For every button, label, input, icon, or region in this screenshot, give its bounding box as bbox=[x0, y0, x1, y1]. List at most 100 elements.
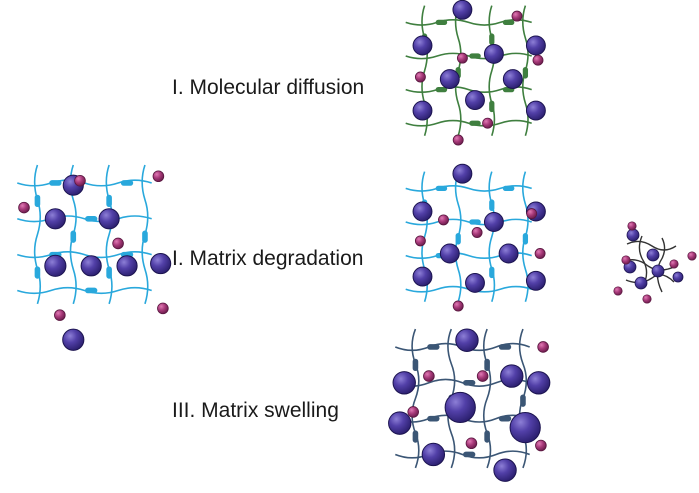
drug-molecule-small bbox=[438, 214, 449, 226]
drug-molecule-large bbox=[452, 163, 473, 184]
polymer-strand bbox=[488, 171, 496, 303]
network-initial bbox=[17, 164, 172, 351]
drug-molecule-large bbox=[465, 272, 485, 293]
crosslink bbox=[412, 358, 419, 372]
drug-molecule-small bbox=[534, 248, 546, 259]
drug-molecule-small bbox=[452, 300, 464, 312]
crosslink bbox=[455, 233, 461, 245]
drug-molecule-large bbox=[626, 228, 640, 242]
polymer-strand bbox=[411, 328, 420, 469]
drug-molecule-large bbox=[509, 411, 541, 444]
drug-molecule-large bbox=[62, 328, 85, 351]
drug-molecule-large bbox=[483, 43, 504, 64]
crosslink bbox=[85, 287, 98, 294]
drug-molecule-large bbox=[525, 35, 546, 56]
network-diffusion bbox=[405, 0, 546, 146]
drug-molecule-large bbox=[525, 100, 546, 121]
drug-molecule-small bbox=[54, 309, 66, 321]
polymer-strand bbox=[482, 328, 492, 469]
drug-molecule-small bbox=[511, 10, 523, 22]
polymer-fragment bbox=[626, 240, 677, 251]
drug-molecule-large bbox=[439, 243, 460, 264]
crosslink bbox=[427, 415, 440, 422]
drug-molecule-large bbox=[465, 90, 485, 111]
crosslink bbox=[489, 100, 495, 113]
drug-molecule-large bbox=[483, 212, 504, 232]
drug-molecule-large bbox=[421, 442, 446, 467]
drug-molecule-small bbox=[532, 54, 544, 66]
drug-molecule-small bbox=[456, 52, 468, 64]
drug-molecule-large bbox=[44, 254, 67, 277]
drug-molecule-large bbox=[392, 371, 416, 395]
drug-molecule-small bbox=[687, 251, 697, 261]
crosslink bbox=[435, 86, 448, 93]
polymer-strand bbox=[17, 286, 152, 295]
drug-molecule-large bbox=[493, 458, 517, 482]
polymer-fragment bbox=[656, 237, 666, 293]
drug-molecule-large bbox=[44, 208, 66, 230]
drug-molecule-small bbox=[152, 170, 165, 183]
drug-molecule-small bbox=[613, 286, 623, 296]
label-molecular-diffusion: I. Molecular diffusion bbox=[172, 76, 365, 99]
network-swelling bbox=[388, 328, 551, 482]
drug-molecule-small bbox=[537, 341, 549, 353]
drug-molecule-large bbox=[412, 201, 433, 222]
polymer-fragment bbox=[625, 274, 675, 284]
drug-molecule-small bbox=[476, 370, 489, 382]
drug-molecule-large bbox=[388, 411, 412, 435]
crosslink bbox=[70, 230, 77, 243]
crosslink bbox=[435, 185, 448, 192]
drug-molecule-large bbox=[672, 271, 684, 283]
crosslink bbox=[522, 233, 529, 245]
drug-molecule-large bbox=[116, 255, 138, 277]
drug-molecule-small bbox=[465, 437, 478, 450]
drug-molecule-small bbox=[526, 208, 538, 220]
drug-molecule-small bbox=[414, 71, 426, 83]
crosslink bbox=[85, 216, 98, 222]
drug-molecule-large bbox=[502, 69, 523, 90]
drug-molecule-large bbox=[525, 270, 546, 291]
polymer-strand bbox=[394, 450, 530, 459]
network-degradation bbox=[405, 163, 546, 312]
polymer-strand bbox=[405, 119, 532, 127]
network-fragment bbox=[613, 221, 697, 304]
crosslink bbox=[469, 53, 481, 59]
crosslink bbox=[34, 194, 41, 208]
drug-molecule-large bbox=[498, 243, 519, 264]
crosslink bbox=[520, 394, 526, 407]
drug-molecule-small bbox=[535, 439, 547, 452]
drug-molecule-small bbox=[627, 221, 637, 231]
crosslink bbox=[489, 33, 495, 45]
drug-molecule-small bbox=[157, 302, 169, 315]
polymer-strand bbox=[488, 5, 496, 137]
crosslink bbox=[489, 266, 495, 279]
drug-molecule-small bbox=[452, 134, 464, 146]
drug-molecule-small bbox=[18, 201, 30, 214]
polymer-strand bbox=[405, 52, 532, 60]
crosslink bbox=[502, 19, 515, 26]
label-matrix-swelling: III. Matrix swelling bbox=[172, 399, 339, 422]
crosslink bbox=[435, 19, 448, 26]
polymer-strand bbox=[17, 215, 152, 223]
polymer-strand bbox=[105, 164, 113, 305]
crosslink bbox=[34, 266, 41, 279]
drug-molecule-small bbox=[482, 117, 494, 129]
drug-molecule-small bbox=[642, 294, 652, 304]
crosslink bbox=[427, 344, 440, 350]
drug-molecule-small bbox=[414, 235, 426, 247]
drug-molecule-large bbox=[98, 208, 120, 230]
drug-molecule-small bbox=[74, 174, 86, 187]
drug-molecule-large bbox=[455, 328, 479, 352]
drug-molecule-large bbox=[500, 364, 524, 388]
drug-molecule-small bbox=[621, 255, 631, 265]
crosslink bbox=[49, 180, 62, 186]
polymer-strand bbox=[33, 164, 42, 305]
crosslink bbox=[120, 180, 134, 186]
crosslink bbox=[469, 120, 481, 126]
crosslink bbox=[469, 219, 481, 225]
drug-molecule-large bbox=[651, 264, 665, 278]
drug-molecule-large bbox=[634, 276, 648, 290]
drug-molecule-large bbox=[412, 100, 433, 121]
drug-molecule-small bbox=[471, 227, 483, 238]
